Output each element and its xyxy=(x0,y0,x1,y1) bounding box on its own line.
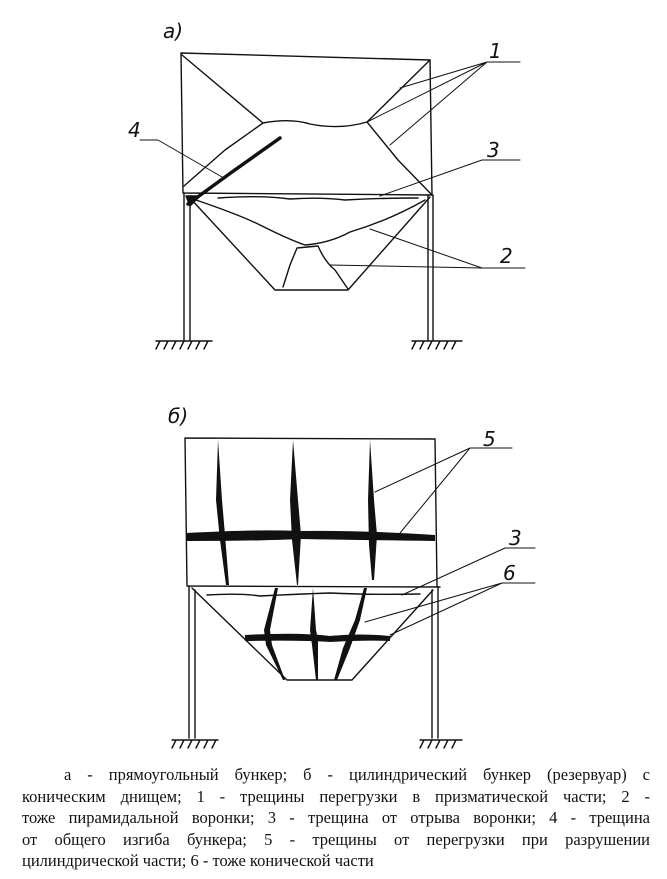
figure-a-label: а) xyxy=(163,19,183,43)
left-support-leg xyxy=(183,192,191,341)
caption-line: а - прямоугольный бункер; б - цилиндриче… xyxy=(64,765,650,784)
callout-1: 1 xyxy=(489,39,502,63)
figure-caption: а - прямоугольный бункер; б - цилиндриче… xyxy=(22,764,650,872)
crack-2-funnel xyxy=(195,199,426,290)
leader-4 xyxy=(139,139,223,178)
left-support-leg-b xyxy=(188,585,196,739)
callout-2: 2 xyxy=(500,244,513,268)
leader-1 xyxy=(366,61,521,146)
caption-line: цилиндрической части; 6 - тоже коническо… xyxy=(22,851,374,870)
caption-line: от общего изгиба бункера; 5 - трещины от… xyxy=(22,829,650,849)
crack-4-bending xyxy=(186,136,282,206)
callout-6: 6 xyxy=(503,561,516,585)
callout-3-b: 3 xyxy=(509,526,522,550)
figure-b-cylindrical-bunker: б) 5 3 6 xyxy=(168,404,536,749)
callout-5: 5 xyxy=(483,427,496,451)
right-support-leg-b xyxy=(431,586,439,739)
ground-hatch-right-b xyxy=(419,739,463,749)
leader-3b xyxy=(401,547,536,596)
crack-5-cylindrical xyxy=(186,440,435,585)
figure-a-rectangular-bunker: а) 1 2 3 4 xyxy=(128,19,526,350)
prismatic-part-outline xyxy=(180,52,433,196)
ground-hatch-left-b xyxy=(171,739,219,749)
ground-hatch-right xyxy=(411,340,463,350)
conical-funnel xyxy=(191,587,434,681)
leader-5 xyxy=(374,447,513,534)
crack-3-funnel-separation xyxy=(217,196,419,201)
callout-3: 3 xyxy=(487,138,500,162)
crack-6-conical xyxy=(245,588,390,680)
caption-line: тоже пирамидальной воронки; 3 - трещина … xyxy=(22,808,650,827)
leader-6 xyxy=(364,582,536,636)
ground-hatch-left xyxy=(155,340,213,350)
pyramidal-funnel xyxy=(189,196,431,291)
figure-b-label: б) xyxy=(168,404,188,428)
caption-line: коническим днищем; 1 - трещины перегрузк… xyxy=(22,786,650,806)
bunker-crack-diagrams: а) 1 2 3 4 б) xyxy=(128,19,536,749)
callout-4: 4 xyxy=(128,118,141,142)
leader-3a xyxy=(379,159,521,197)
crack-3-cone-separation xyxy=(206,592,421,597)
crack-1-prismatic xyxy=(181,54,433,196)
cylindrical-part-outline xyxy=(184,437,441,588)
leader-2 xyxy=(329,228,526,269)
